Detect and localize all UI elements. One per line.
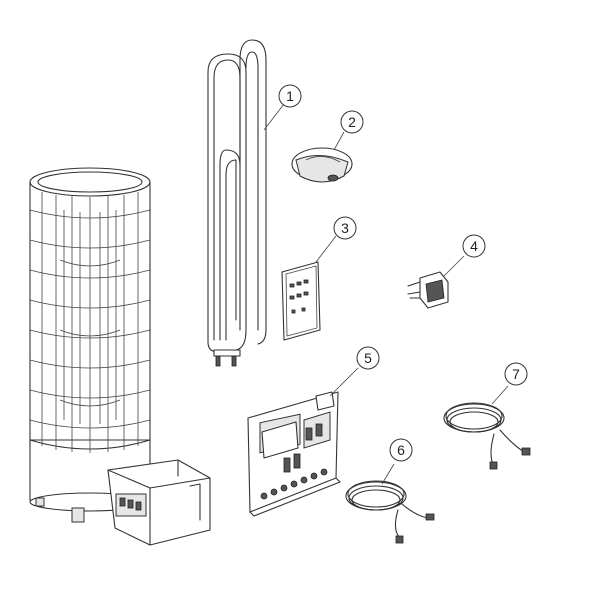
- callout-4: 4: [462, 234, 486, 258]
- callout-number: 3: [341, 220, 349, 236]
- callout-5: 5: [356, 346, 380, 370]
- callout-7: 7: [504, 362, 528, 386]
- callout-number: 1: [286, 88, 294, 104]
- callout-number: 4: [470, 238, 478, 254]
- cable-coil-small-illustration: [345, 480, 435, 544]
- callout-3: 3: [333, 216, 357, 240]
- circuit-board-illustration: [247, 391, 341, 517]
- callout-number: 2: [348, 114, 356, 130]
- rocker-switch-illustration: [407, 271, 449, 309]
- callout-number: 5: [364, 350, 372, 366]
- sensor-housing-illustration: [291, 147, 353, 183]
- callout-6: 6: [389, 438, 413, 462]
- heating-element-illustration: [207, 39, 267, 367]
- callout-1: 1: [278, 84, 302, 108]
- control-panel-illustration: [281, 261, 321, 341]
- cable-coil-large-illustration: [443, 402, 531, 470]
- callout-number: 7: [512, 366, 520, 382]
- sauna-heater-illustration: [29, 167, 211, 546]
- callout-number: 6: [397, 442, 405, 458]
- callout-2: 2: [340, 110, 364, 134]
